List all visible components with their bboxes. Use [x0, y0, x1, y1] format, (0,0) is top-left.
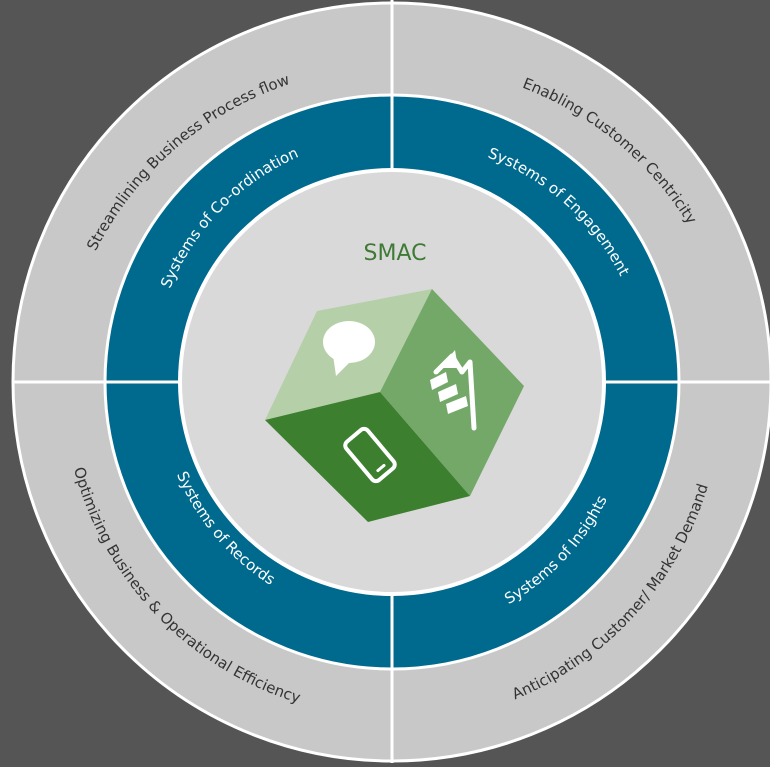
mobile-phone-icon [343, 426, 397, 484]
center-title: SMAC [364, 241, 427, 266]
cube-front-face [265, 392, 470, 522]
smac-cube [265, 289, 524, 522]
chat-bubble-icon [323, 321, 375, 376]
analytics-trend-icon [430, 350, 477, 431]
